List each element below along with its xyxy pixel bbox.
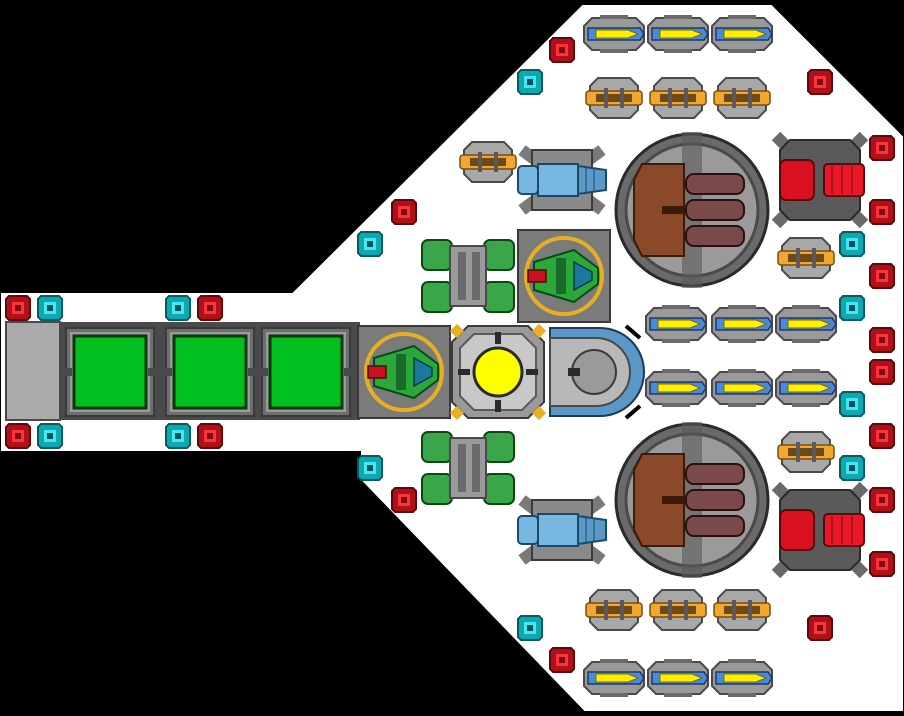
green-cockpit-icon[interactable] <box>356 324 452 420</box>
red-connector-node-icon[interactable] <box>807 69 833 95</box>
red-heavy-turret-icon[interactable] <box>776 136 864 224</box>
cyan-connector-node-icon[interactable] <box>165 423 191 449</box>
red-connector-node-icon[interactable] <box>197 423 223 449</box>
gold-autocannon-icon[interactable] <box>459 141 517 183</box>
cyan-connector-node-icon[interactable] <box>839 231 865 257</box>
green-cargo-bay-icon[interactable] <box>62 326 158 418</box>
yellow-missile-launcher-icon[interactable] <box>647 14 709 54</box>
red-connector-node-icon[interactable] <box>807 615 833 641</box>
cyan-connector-node-icon[interactable] <box>165 295 191 321</box>
cyan-connector-node-icon[interactable] <box>357 231 383 257</box>
yellow-missile-launcher-icon[interactable] <box>775 368 837 408</box>
yellow-missile-launcher-icon[interactable] <box>711 658 773 698</box>
red-connector-node-icon[interactable] <box>869 199 895 225</box>
gold-autocannon-icon[interactable] <box>649 77 707 119</box>
gold-autocannon-icon[interactable] <box>777 431 835 473</box>
cyan-connector-node-icon[interactable] <box>839 295 865 321</box>
cyan-connector-node-icon[interactable] <box>357 455 383 481</box>
gold-autocannon-icon[interactable] <box>585 77 643 119</box>
cyan-connector-node-icon[interactable] <box>517 69 543 95</box>
reactor-core-block[interactable] <box>449 323 547 421</box>
yellow-missile-launcher-icon[interactable] <box>647 658 709 698</box>
yellow-missile-launcher-icon[interactable] <box>583 14 645 54</box>
yellow-missile-launcher-icon[interactable] <box>711 14 773 54</box>
red-connector-node-icon[interactable] <box>197 295 223 321</box>
red-connector-node-icon[interactable] <box>5 295 31 321</box>
red-heavy-turret-icon[interactable] <box>776 486 864 574</box>
yellow-missile-launcher-icon[interactable] <box>645 304 707 344</box>
yellow-missile-launcher-icon[interactable] <box>583 658 645 698</box>
red-connector-node-icon[interactable] <box>391 487 417 513</box>
cyan-connector-node-icon[interactable] <box>37 423 63 449</box>
red-connector-node-icon[interactable] <box>869 327 895 353</box>
yellow-missile-launcher-icon[interactable] <box>711 304 773 344</box>
brown-reactor-dome-icon[interactable] <box>614 130 770 290</box>
gold-autocannon-icon[interactable] <box>649 589 707 631</box>
green-cockpit-icon[interactable] <box>516 228 612 324</box>
red-connector-node-icon[interactable] <box>391 199 417 225</box>
blue-thruster-icon[interactable] <box>518 500 606 560</box>
yellow-missile-launcher-icon[interactable] <box>711 368 773 408</box>
red-connector-node-icon[interactable] <box>5 423 31 449</box>
shield-emitter-block[interactable] <box>549 324 645 420</box>
red-connector-node-icon[interactable] <box>869 551 895 577</box>
cyan-connector-node-icon[interactable] <box>839 455 865 481</box>
gold-autocannon-icon[interactable] <box>777 237 835 279</box>
gold-autocannon-icon[interactable] <box>585 589 643 631</box>
cyan-connector-node-icon[interactable] <box>517 615 543 641</box>
red-connector-node-icon[interactable] <box>869 423 895 449</box>
cyan-connector-node-icon[interactable] <box>37 295 63 321</box>
blue-thruster-icon[interactable] <box>518 150 606 210</box>
red-connector-node-icon[interactable] <box>869 135 895 161</box>
red-connector-node-icon[interactable] <box>869 263 895 289</box>
brown-reactor-dome-icon[interactable] <box>614 420 770 580</box>
red-connector-node-icon[interactable] <box>549 647 575 673</box>
red-connector-node-icon[interactable] <box>869 359 895 385</box>
gold-autocannon-icon[interactable] <box>713 589 771 631</box>
yellow-missile-launcher-icon[interactable] <box>645 368 707 408</box>
red-connector-node-icon[interactable] <box>869 487 895 513</box>
red-connector-node-icon[interactable] <box>549 37 575 63</box>
green-cargo-bay-icon[interactable] <box>162 326 258 418</box>
cyan-connector-node-icon[interactable] <box>839 391 865 417</box>
yellow-missile-launcher-icon[interactable] <box>775 304 837 344</box>
green-cargo-bay-icon[interactable] <box>258 326 354 418</box>
gold-autocannon-icon[interactable] <box>713 77 771 119</box>
rear-armor-plate <box>5 321 61 421</box>
yellow-reactor-core-icon <box>472 346 524 398</box>
